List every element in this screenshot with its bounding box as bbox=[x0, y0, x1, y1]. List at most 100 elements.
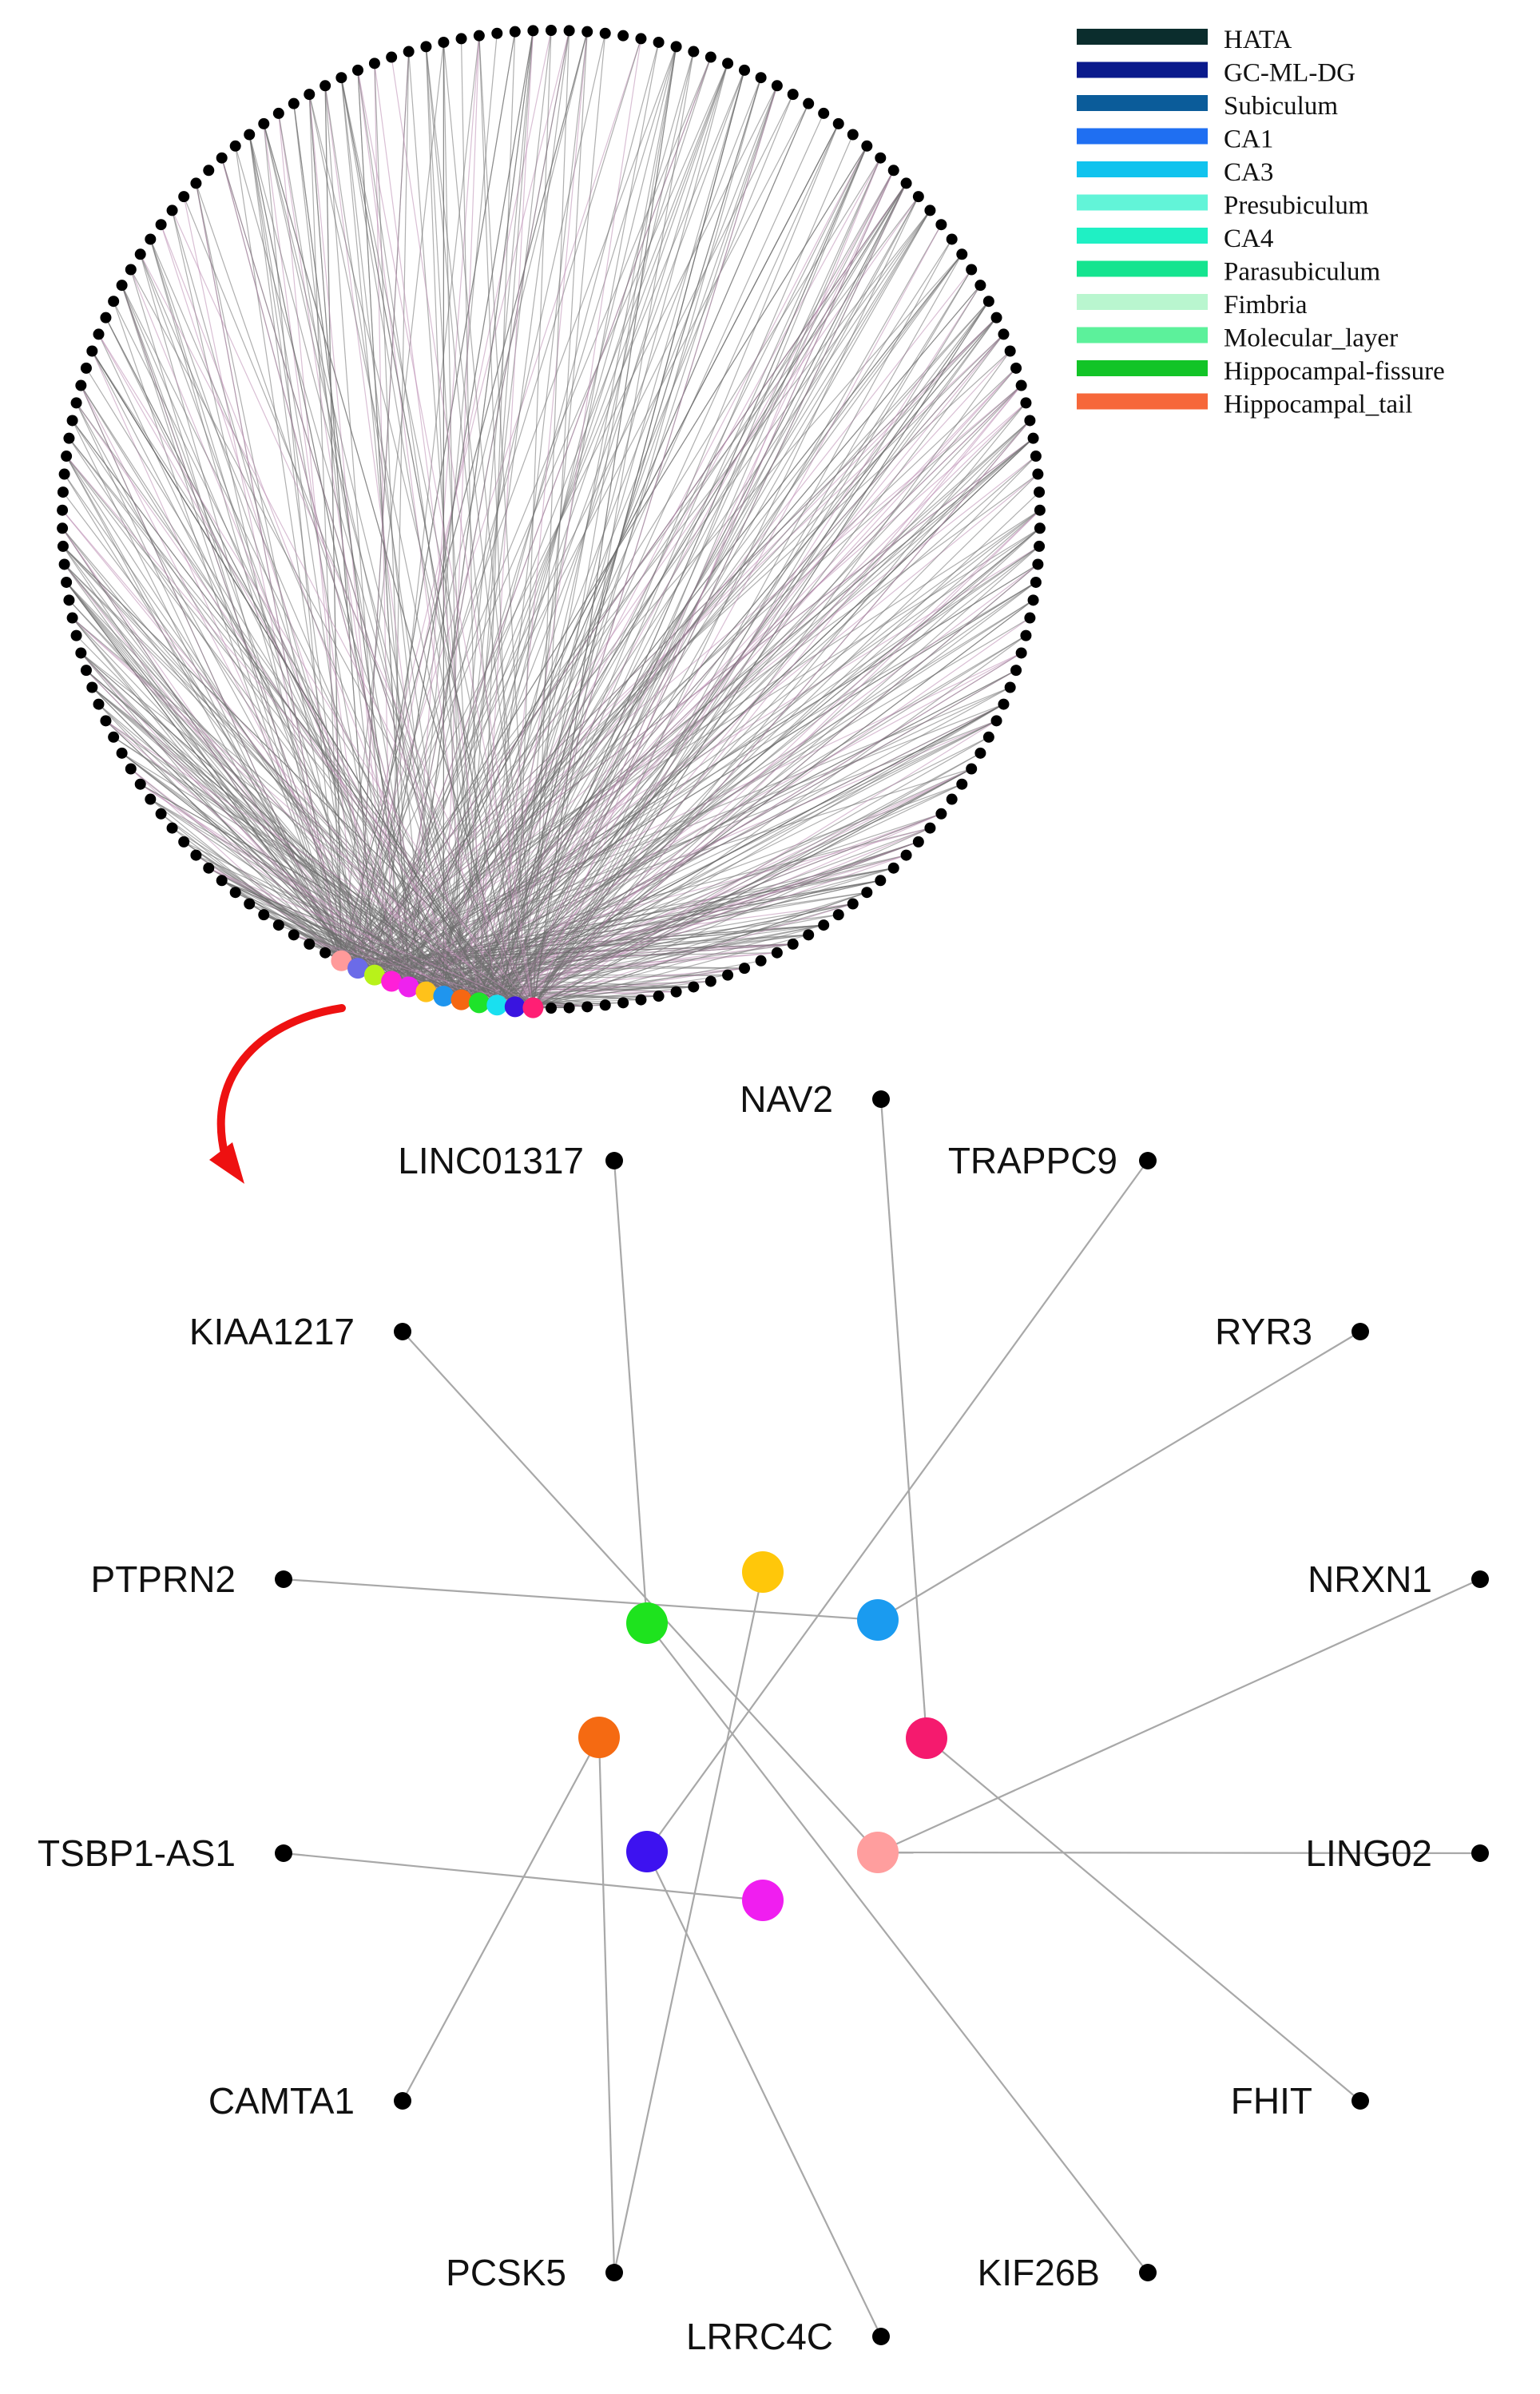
overview-node bbox=[1015, 379, 1027, 391]
overview-node bbox=[203, 165, 215, 177]
gene-hub-edge bbox=[926, 1737, 1361, 2102]
overview-node bbox=[900, 177, 912, 189]
legend-label: Molecular_layer bbox=[1224, 324, 1398, 353]
overview-edge bbox=[324, 85, 392, 982]
overview-edge bbox=[478, 582, 1037, 1003]
overview-node bbox=[935, 219, 947, 231]
overview-edge bbox=[496, 69, 745, 1006]
overview-node bbox=[1032, 558, 1044, 570]
overview-edge bbox=[221, 157, 480, 1003]
overview-colored-node bbox=[398, 976, 419, 998]
legend-swatch bbox=[1077, 360, 1208, 376]
overview-node bbox=[990, 715, 1002, 727]
overview-node bbox=[956, 248, 968, 260]
overview-edge bbox=[533, 891, 867, 1009]
overview-node bbox=[125, 763, 137, 775]
overview-edge bbox=[140, 784, 480, 1003]
overview-node bbox=[581, 1001, 593, 1013]
overview-edge bbox=[478, 210, 931, 1003]
overview-node bbox=[998, 698, 1010, 710]
gene-label: KIF26B bbox=[978, 2252, 1100, 2293]
gene-hub-edge bbox=[402, 1737, 600, 2102]
overview-node bbox=[861, 887, 873, 899]
overview-colored-node bbox=[504, 996, 526, 1018]
overview-node bbox=[320, 80, 331, 92]
overview-node bbox=[145, 233, 157, 245]
overview-edge bbox=[374, 367, 1017, 976]
overview-edge bbox=[496, 77, 762, 1006]
overview-node bbox=[912, 836, 924, 848]
overview-node bbox=[61, 451, 73, 463]
overview-edge bbox=[514, 510, 1041, 1007]
gene-node bbox=[275, 1570, 292, 1588]
overview-edge bbox=[105, 720, 375, 976]
overview-node bbox=[1030, 451, 1042, 463]
overview-edge bbox=[64, 474, 375, 975]
overview-node bbox=[832, 117, 844, 129]
overview-node bbox=[63, 594, 75, 606]
hub-node-yellow bbox=[742, 1551, 784, 1593]
overview-edge bbox=[113, 301, 342, 961]
overview-node bbox=[998, 328, 1010, 340]
overview-node bbox=[875, 152, 887, 164]
overview-node bbox=[771, 947, 783, 959]
overview-edge bbox=[248, 134, 392, 982]
overview-node bbox=[946, 233, 958, 245]
overview-node bbox=[93, 698, 105, 710]
overview-edge bbox=[408, 51, 480, 1003]
overview-node bbox=[705, 975, 716, 987]
overview-node bbox=[739, 963, 751, 975]
overview-edge bbox=[514, 224, 942, 1007]
overview-node bbox=[670, 986, 682, 998]
overview-node bbox=[203, 862, 215, 874]
overview-node bbox=[1027, 432, 1039, 444]
overview-node bbox=[688, 981, 700, 993]
overview-node bbox=[75, 647, 87, 659]
overview-edge bbox=[532, 420, 1030, 1008]
overview-edge bbox=[443, 35, 480, 997]
overview-edge bbox=[172, 828, 444, 997]
overview-node bbox=[155, 219, 167, 231]
overview-edge bbox=[514, 145, 867, 1007]
overview-edge bbox=[264, 914, 534, 1009]
overview-edge bbox=[248, 134, 480, 1003]
overview-node bbox=[57, 540, 69, 552]
overview-node bbox=[155, 808, 167, 820]
overview-edge bbox=[68, 438, 534, 1008]
overview-node bbox=[178, 836, 190, 848]
legend-label: Fimbria bbox=[1224, 291, 1308, 320]
overview-edge bbox=[235, 145, 480, 1003]
overview-node bbox=[956, 778, 968, 790]
overview-node bbox=[166, 204, 178, 216]
overview-edge bbox=[140, 254, 342, 961]
overview-edge bbox=[496, 599, 1034, 1006]
overview-edge bbox=[496, 704, 1004, 1006]
legend-swatch bbox=[1077, 327, 1208, 343]
overview-edge bbox=[461, 768, 972, 1001]
overview-edge bbox=[478, 367, 1017, 1003]
overview-edge bbox=[80, 385, 462, 1000]
gene-label: FHIT bbox=[1231, 2080, 1312, 2122]
overview-edge bbox=[324, 85, 462, 1000]
overview-edge bbox=[65, 455, 516, 1007]
overview-edge bbox=[72, 617, 534, 1009]
hub-node-green bbox=[626, 1602, 668, 1644]
gene-label: LING02 bbox=[1305, 1832, 1432, 1874]
overview-node bbox=[1030, 576, 1042, 588]
overview-colored-node bbox=[522, 997, 544, 1018]
gene-node bbox=[394, 2092, 411, 2110]
overview-edge bbox=[443, 635, 1026, 997]
overview-node bbox=[722, 969, 734, 981]
overview-colored-node bbox=[381, 971, 403, 992]
overview-node bbox=[125, 264, 137, 276]
overview-edge bbox=[425, 351, 1011, 993]
overview-edge bbox=[478, 35, 534, 1008]
overview-edge bbox=[64, 564, 498, 1006]
overview-edge bbox=[91, 351, 516, 1007]
overview-node bbox=[86, 345, 98, 357]
overview-edge bbox=[497, 903, 853, 1006]
overview-node bbox=[966, 763, 978, 775]
gene-label: TSBP1-AS1 bbox=[38, 1832, 236, 1874]
overview-edge bbox=[76, 403, 516, 1007]
overview-edge bbox=[408, 438, 1034, 987]
